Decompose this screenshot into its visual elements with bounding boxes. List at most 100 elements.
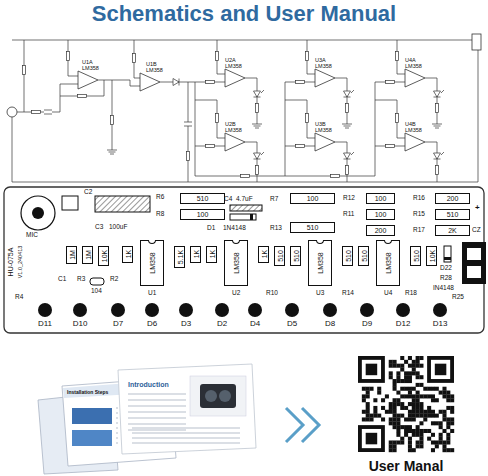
resistor-value: 1M bbox=[68, 250, 75, 260]
resistor-value: 200 bbox=[447, 195, 459, 202]
qr-module bbox=[442, 417, 446, 421]
page-text-line bbox=[128, 393, 186, 394]
silkscreen-label: C1 bbox=[58, 276, 66, 283]
qr-module bbox=[400, 368, 404, 372]
resistor-body: 5.1K bbox=[174, 246, 185, 268]
capacitor-gap bbox=[184, 122, 192, 126]
qr-finder bbox=[427, 356, 454, 383]
resistor-symbol bbox=[305, 114, 308, 123]
resistor-symbol bbox=[386, 144, 395, 147]
resistor-body: 510 bbox=[274, 246, 285, 266]
qr-module bbox=[439, 425, 443, 429]
qr-module bbox=[389, 410, 393, 414]
manual-page bbox=[118, 364, 256, 454]
silkscreen-label: R18 bbox=[405, 290, 417, 297]
page-text-line bbox=[116, 417, 118, 418]
page-text-line bbox=[132, 432, 240, 433]
qr-module bbox=[396, 421, 400, 425]
diode-bar bbox=[179, 79, 180, 86]
led-symbol bbox=[254, 153, 261, 159]
qr-module bbox=[404, 429, 408, 433]
qr-module bbox=[408, 417, 412, 421]
resistor-symbol bbox=[395, 52, 398, 61]
qr-module bbox=[366, 406, 370, 410]
led-bar bbox=[344, 159, 351, 160]
qr-module bbox=[423, 387, 427, 391]
led-body bbox=[396, 303, 410, 317]
qr-module bbox=[427, 410, 431, 414]
qr-module bbox=[389, 364, 393, 368]
qr-module bbox=[400, 379, 404, 383]
diode-outline bbox=[444, 246, 451, 262]
qr-module bbox=[400, 356, 404, 360]
ground-symbol bbox=[254, 126, 261, 127]
resistor-symbol bbox=[305, 52, 308, 61]
part-label: LM358 bbox=[225, 128, 242, 134]
resistor-body: 510 bbox=[290, 222, 335, 233]
silkscreen-label: V1.0_240413 bbox=[18, 246, 24, 279]
silkscreen-label: U2 bbox=[232, 290, 240, 297]
resistor-symbol bbox=[78, 94, 87, 97]
resistor-body: 100 bbox=[366, 193, 395, 204]
qr-module bbox=[450, 417, 454, 421]
qr-module bbox=[400, 440, 404, 444]
resistor-body: 510 bbox=[290, 246, 301, 266]
ic-chip: LM358 bbox=[376, 240, 400, 286]
qr-module bbox=[370, 414, 374, 418]
page-text-line bbox=[116, 427, 118, 428]
chip-name: LM358 bbox=[149, 252, 156, 273]
page-text-line bbox=[116, 437, 118, 438]
qr-module bbox=[396, 414, 400, 418]
qr-module bbox=[431, 421, 435, 425]
led-label: D12 bbox=[396, 320, 411, 328]
part-label: U2B bbox=[225, 122, 236, 128]
qr-module bbox=[408, 437, 412, 441]
qr-module bbox=[419, 356, 423, 360]
part-label: LM358 bbox=[315, 128, 332, 134]
resistor-value: 510 bbox=[292, 250, 299, 262]
qr-module bbox=[408, 356, 412, 360]
qr-module bbox=[396, 425, 400, 429]
qr-module bbox=[396, 398, 400, 402]
ground-symbol bbox=[109, 152, 116, 153]
page-text-line bbox=[128, 423, 186, 424]
led-ray bbox=[261, 90, 264, 93]
led-bar bbox=[254, 159, 261, 160]
resistor-value: 10K bbox=[100, 250, 107, 262]
resistor-symbol bbox=[435, 166, 438, 175]
qr-module bbox=[373, 410, 377, 414]
qr-module bbox=[396, 429, 400, 433]
capacitor-plate bbox=[44, 114, 52, 115]
ic-chip: LM358 bbox=[224, 240, 248, 286]
page-title: Schematics and User Manual bbox=[0, 2, 488, 26]
qr-module bbox=[400, 387, 404, 391]
resistor-symbol bbox=[255, 166, 258, 175]
qr-module bbox=[404, 387, 408, 391]
resistor-symbol bbox=[206, 80, 215, 83]
qr-module bbox=[404, 394, 408, 398]
schematic-wire bbox=[12, 117, 13, 182]
schematic-wire bbox=[112, 80, 113, 150]
qr-module bbox=[373, 414, 377, 418]
qr-finder bbox=[358, 425, 385, 452]
page-text-line bbox=[116, 412, 118, 413]
led-body bbox=[38, 303, 52, 317]
part-label: LM358 bbox=[405, 64, 422, 70]
silkscreen-label: U3 bbox=[316, 290, 324, 297]
ic-chip: LM358 bbox=[140, 240, 164, 286]
silkscreen-label: 1N4148 bbox=[223, 225, 246, 232]
led-symbol bbox=[254, 91, 261, 97]
qr-module bbox=[442, 444, 446, 448]
qr-module bbox=[419, 383, 423, 387]
part-label: LM358 bbox=[146, 68, 163, 74]
manual-pages bbox=[38, 364, 319, 474]
resistor-value: 510 bbox=[344, 250, 351, 262]
silkscreen-label: R16 bbox=[413, 195, 425, 202]
opamp-symbol bbox=[78, 71, 98, 89]
qr-module bbox=[393, 414, 397, 418]
qr-module bbox=[416, 440, 420, 444]
led-row bbox=[38, 303, 447, 317]
pcb-board bbox=[4, 187, 486, 333]
resistor-value: 200 bbox=[375, 227, 387, 234]
qr-module bbox=[431, 398, 435, 402]
